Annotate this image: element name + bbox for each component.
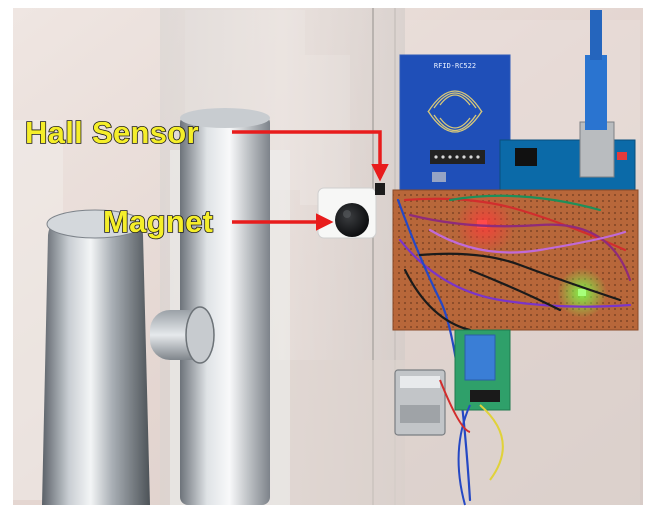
usb-cable-upper: [590, 10, 602, 60]
rfid-module-text: RFID-RC522: [434, 62, 476, 70]
magnet-label: Magnet: [103, 204, 213, 239]
usb-cable: [585, 55, 607, 130]
usb-connector: [579, 121, 615, 178]
rfid-antenna-icon: [427, 90, 483, 133]
lock-wires: [439, 379, 504, 506]
relay-block: [464, 334, 496, 381]
handle-mount: [185, 306, 215, 364]
hall-sensor-chip: [375, 183, 385, 195]
hall-sensor-arrow: [232, 130, 389, 182]
door-handle: [42, 108, 270, 505]
handle-front-top: [46, 209, 144, 239]
rfid-reader-board: RFID-RC522: [399, 54, 511, 196]
handle-rear-top: [180, 108, 270, 128]
rfid-header-pins: [430, 150, 485, 164]
magnet: [335, 203, 369, 237]
relay-module: [454, 329, 511, 411]
hall-sensor-label: Hall Sensor: [25, 115, 199, 150]
magnet-holder: [317, 187, 377, 239]
handle-front-bar: [42, 210, 150, 505]
dc-jack: [515, 148, 537, 166]
perfboard: [392, 189, 639, 502]
handle-rear-bar: [180, 115, 270, 505]
solenoid-lock: [394, 369, 446, 436]
jumper-wires: [396, 194, 632, 502]
